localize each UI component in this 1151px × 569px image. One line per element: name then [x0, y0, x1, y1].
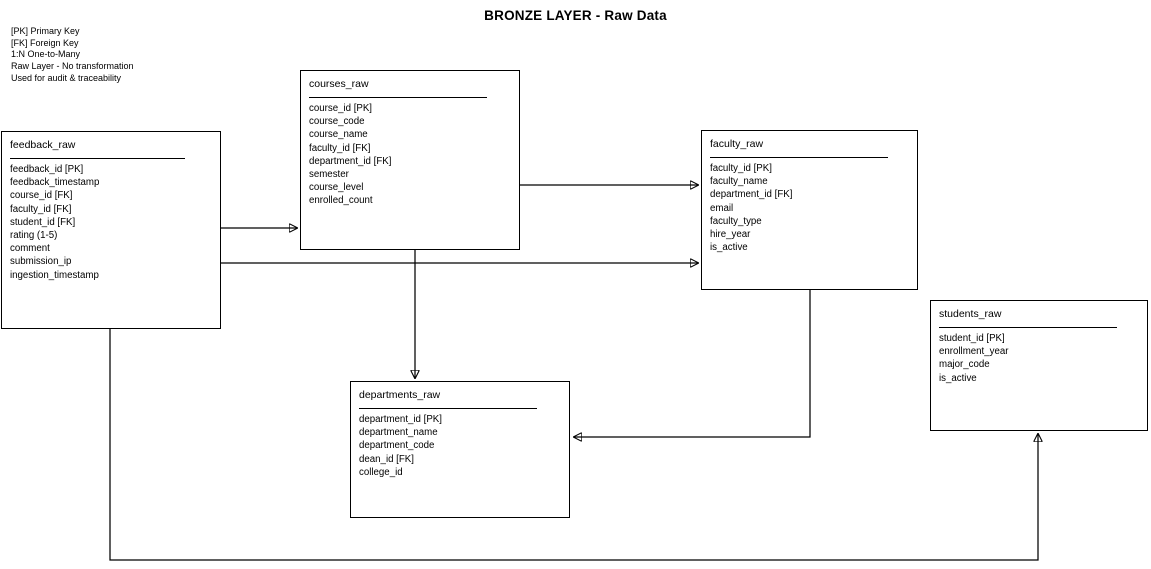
entity-field: faculty_id [FK] [309, 142, 371, 154]
entity-title: courses_raw [309, 78, 369, 90]
entity-title: departments_raw [359, 389, 441, 401]
entity-field: course_id [PK] [309, 103, 373, 114]
edge-feedback-to-students [109, 329, 1038, 561]
entity-field: email [710, 202, 734, 214]
entity-title: feedback_raw [10, 139, 76, 151]
entity-title: students_raw [939, 308, 1002, 320]
entity-field: dean_id [FK] [359, 453, 414, 465]
entity-field-list: department_id [PK] department_name depar… [359, 413, 442, 479]
entity-field: department_name [359, 427, 438, 439]
edge-faculty-to-departments [574, 290, 811, 437]
entity-field: faculty_id [PK] [710, 163, 772, 174]
entity-field: comment [10, 243, 50, 255]
entity-field: faculty_type [710, 215, 762, 227]
entity-field: department_id [FK] [710, 189, 793, 201]
entity-divider [309, 97, 487, 98]
entity-field: student_id [FK] [10, 216, 76, 228]
entity-field-list: course_id [PK] course_code course_name f… [309, 102, 391, 208]
legend-item: Raw Layer - No transformation [11, 61, 134, 72]
entity-field: is_active [710, 242, 748, 254]
entity-field: department_id [PK] [359, 414, 442, 425]
entity-divider [359, 408, 537, 409]
legend-item: [PK] Primary Key [11, 26, 80, 36]
entity-field: feedback_timestamp [10, 177, 100, 189]
entity-field: college_id [359, 466, 403, 478]
entity-field: course_code [309, 116, 365, 128]
entity-divider [10, 158, 185, 159]
entity-field: major_code [939, 359, 990, 371]
entity-field: semester [309, 169, 349, 181]
entity-field: is_active [939, 372, 977, 384]
entity-field: course_id [FK] [10, 190, 73, 202]
entity-faculty-raw[interactable]: faculty_raw faculty_id [PK] faculty_name… [701, 130, 918, 290]
entity-field: course_level [309, 182, 364, 194]
entity-field: course_name [309, 129, 368, 141]
entity-students-raw[interactable]: students_raw student_id [PK] enrollment_… [930, 300, 1148, 431]
entity-field: enrolled_count [309, 195, 373, 207]
entity-field: department_code [359, 440, 435, 452]
entity-field: faculty_id [FK] [10, 203, 72, 215]
entity-field-list: feedback_id [PK] feedback_timestamp cour… [10, 163, 99, 282]
legend-item: [FK] Foreign Key [11, 37, 79, 48]
entity-field: department_id [FK] [309, 155, 392, 167]
entity-field: submission_ip [10, 256, 72, 268]
entity-feedback-raw[interactable]: feedback_raw feedback_id [PK] feedback_t… [1, 131, 221, 329]
entity-courses-raw[interactable]: courses_raw course_id [PK] course_code c… [300, 70, 520, 250]
entity-field: rating (1-5) [10, 230, 58, 242]
page-title: BRONZE LAYER - Raw Data [484, 8, 667, 23]
entity-field: enrollment_year [939, 346, 1009, 358]
entity-field: faculty_name [710, 176, 768, 188]
entity-divider [939, 327, 1117, 328]
entity-title: faculty_raw [710, 138, 764, 150]
entity-field: feedback_id [PK] [10, 164, 84, 175]
entity-field: student_id [PK] [939, 333, 1005, 344]
entity-departments-raw[interactable]: departments_raw department_id [PK] depar… [350, 381, 570, 518]
entity-field-list: student_id [PK] enrollment_year major_co… [939, 332, 1008, 385]
entity-field: hire_year [710, 229, 751, 241]
legend-item: 1:N One-to-Many [11, 49, 81, 60]
entity-field: ingestion_timestamp [10, 269, 99, 281]
legend: [PK] Primary Key [FK] Foreign Key 1:N On… [11, 26, 134, 85]
legend-item: Used for audit & traceability [11, 72, 122, 83]
entity-field-list: faculty_id [PK] faculty_name department_… [710, 162, 792, 254]
entity-divider [710, 157, 888, 158]
